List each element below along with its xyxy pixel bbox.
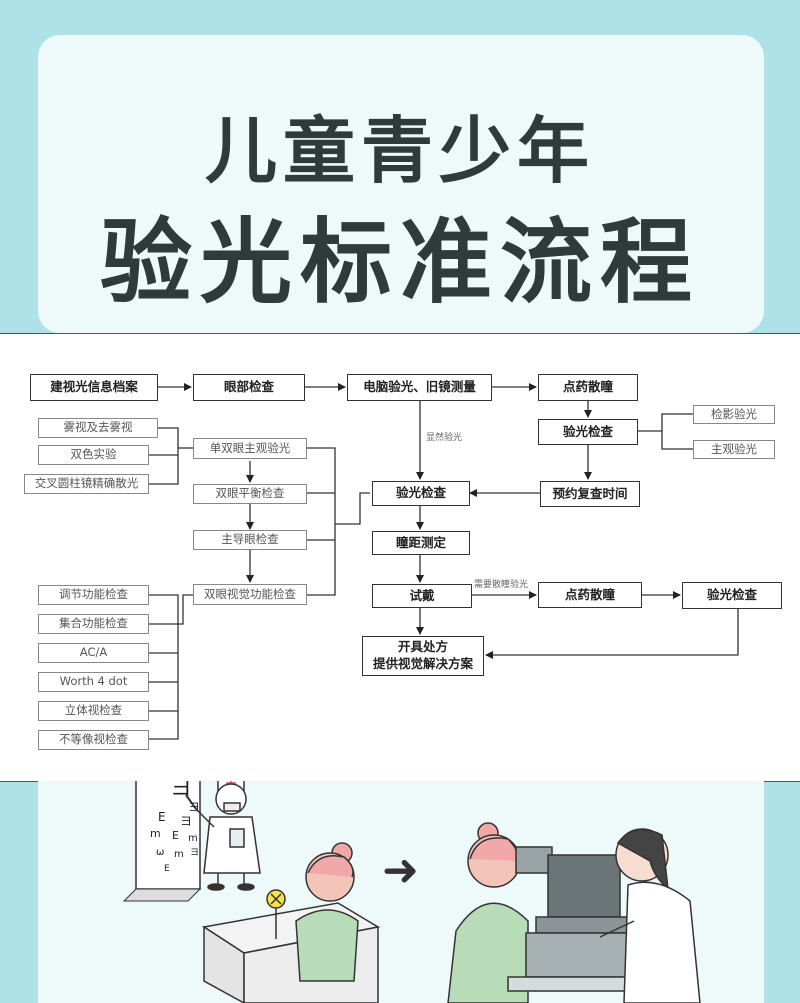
node-prescription: 开具处方 提供视觉解决方案 xyxy=(362,636,484,676)
connector-left-to-refraction xyxy=(335,492,370,525)
illustration-scene: ヨヨEヨmEmωmヨE xyxy=(122,781,701,1003)
chart-symbol: m xyxy=(174,849,184,860)
node-jcc: 交叉圆柱镜精确散光 xyxy=(24,474,149,494)
node-fogging: 雾视及去雾视 xyxy=(38,418,158,438)
chart-symbol: E xyxy=(164,864,170,874)
node-aca: AC/A xyxy=(38,643,149,663)
prescription-line2: 提供视觉解决方案 xyxy=(372,656,473,671)
node-refraction-mid: 验光检查 xyxy=(372,481,470,506)
node-binocular-function: 双眼视觉功能检查 xyxy=(193,584,307,605)
child-figure xyxy=(266,842,359,982)
title-card xyxy=(38,35,764,333)
title-line1: 儿童青少年 xyxy=(204,109,595,193)
bracket-function xyxy=(149,594,179,740)
node-worth-4-dot: Worth 4 dot xyxy=(38,672,149,692)
chart-symbol: m xyxy=(150,827,161,840)
node-subjective-refraction: 主观验光 xyxy=(693,440,775,459)
arrow-refraction-prescription xyxy=(485,609,739,659)
chart-symbol: ヨ xyxy=(180,814,192,828)
chart-symbol: E xyxy=(158,810,166,824)
node-subjective-head: 单双眼主观验光 xyxy=(193,438,307,459)
node-dominant-eye: 主导眼检查 xyxy=(193,530,307,550)
flowchart-connectors xyxy=(149,383,739,740)
node-binocular-balance: 双眼平衡检查 xyxy=(193,484,307,504)
node-archive: 建视光信息档案 xyxy=(30,374,158,401)
node-auto-refraction: 电脑验光、旧镜测量 xyxy=(347,374,492,401)
node-duochrome: 双色实验 xyxy=(38,445,149,465)
chart-symbol: ヨ xyxy=(190,848,199,858)
bracket-subjective xyxy=(149,427,179,485)
note-manifest: 显然验光 xyxy=(426,433,463,443)
node-pd-measure: 瞳距测定 xyxy=(372,531,470,555)
node-dilate-top: 点药散瞳 xyxy=(538,374,638,401)
chart-symbol: m xyxy=(188,833,198,844)
node-convergence: 集合功能检查 xyxy=(38,614,149,634)
bracket-left-column xyxy=(307,447,336,596)
node-retinoscopy: 检影验光 xyxy=(693,405,775,424)
node-schedule-review: 预约复查时间 xyxy=(540,481,640,507)
connector-method-2 xyxy=(661,431,693,450)
node-dilate-bottom: 点药散瞳 xyxy=(538,582,642,608)
node-stereo: 立体视检查 xyxy=(38,701,149,721)
node-accommodation: 调节功能检查 xyxy=(38,585,149,605)
prescription-line1: 开具处方 xyxy=(397,639,448,655)
connector-method-1 xyxy=(637,413,693,432)
process-arrow: ➜ xyxy=(382,845,419,896)
chart-symbol: ω xyxy=(156,847,164,858)
doctor-figure xyxy=(185,781,261,891)
illustration-panel: ヨヨEヨmEmωmヨE xyxy=(38,781,764,1003)
flowchart-panel: 建视光信息档案 眼部检查 电脑验光、旧镜测量 点药散瞳 验光检查 预约复查时间 … xyxy=(0,333,800,782)
chart-symbol: E xyxy=(172,829,179,842)
node-refraction-bottom: 验光检查 xyxy=(682,582,782,609)
title-line2: 验光标准流程 xyxy=(99,209,700,316)
optometrist-figure xyxy=(599,828,701,1003)
note-needs-dilation: 需要散瞳验光 xyxy=(474,580,529,590)
node-trial-wear: 试戴 xyxy=(372,584,472,608)
node-aniseikonia: 不等像视检查 xyxy=(38,730,149,750)
node-refraction-top: 验光检查 xyxy=(538,419,638,445)
eye-chart: ヨヨEヨmEmωmヨE xyxy=(122,781,202,902)
bracket-function-link xyxy=(178,594,193,625)
node-eye-exam: 眼部检查 xyxy=(193,374,305,401)
